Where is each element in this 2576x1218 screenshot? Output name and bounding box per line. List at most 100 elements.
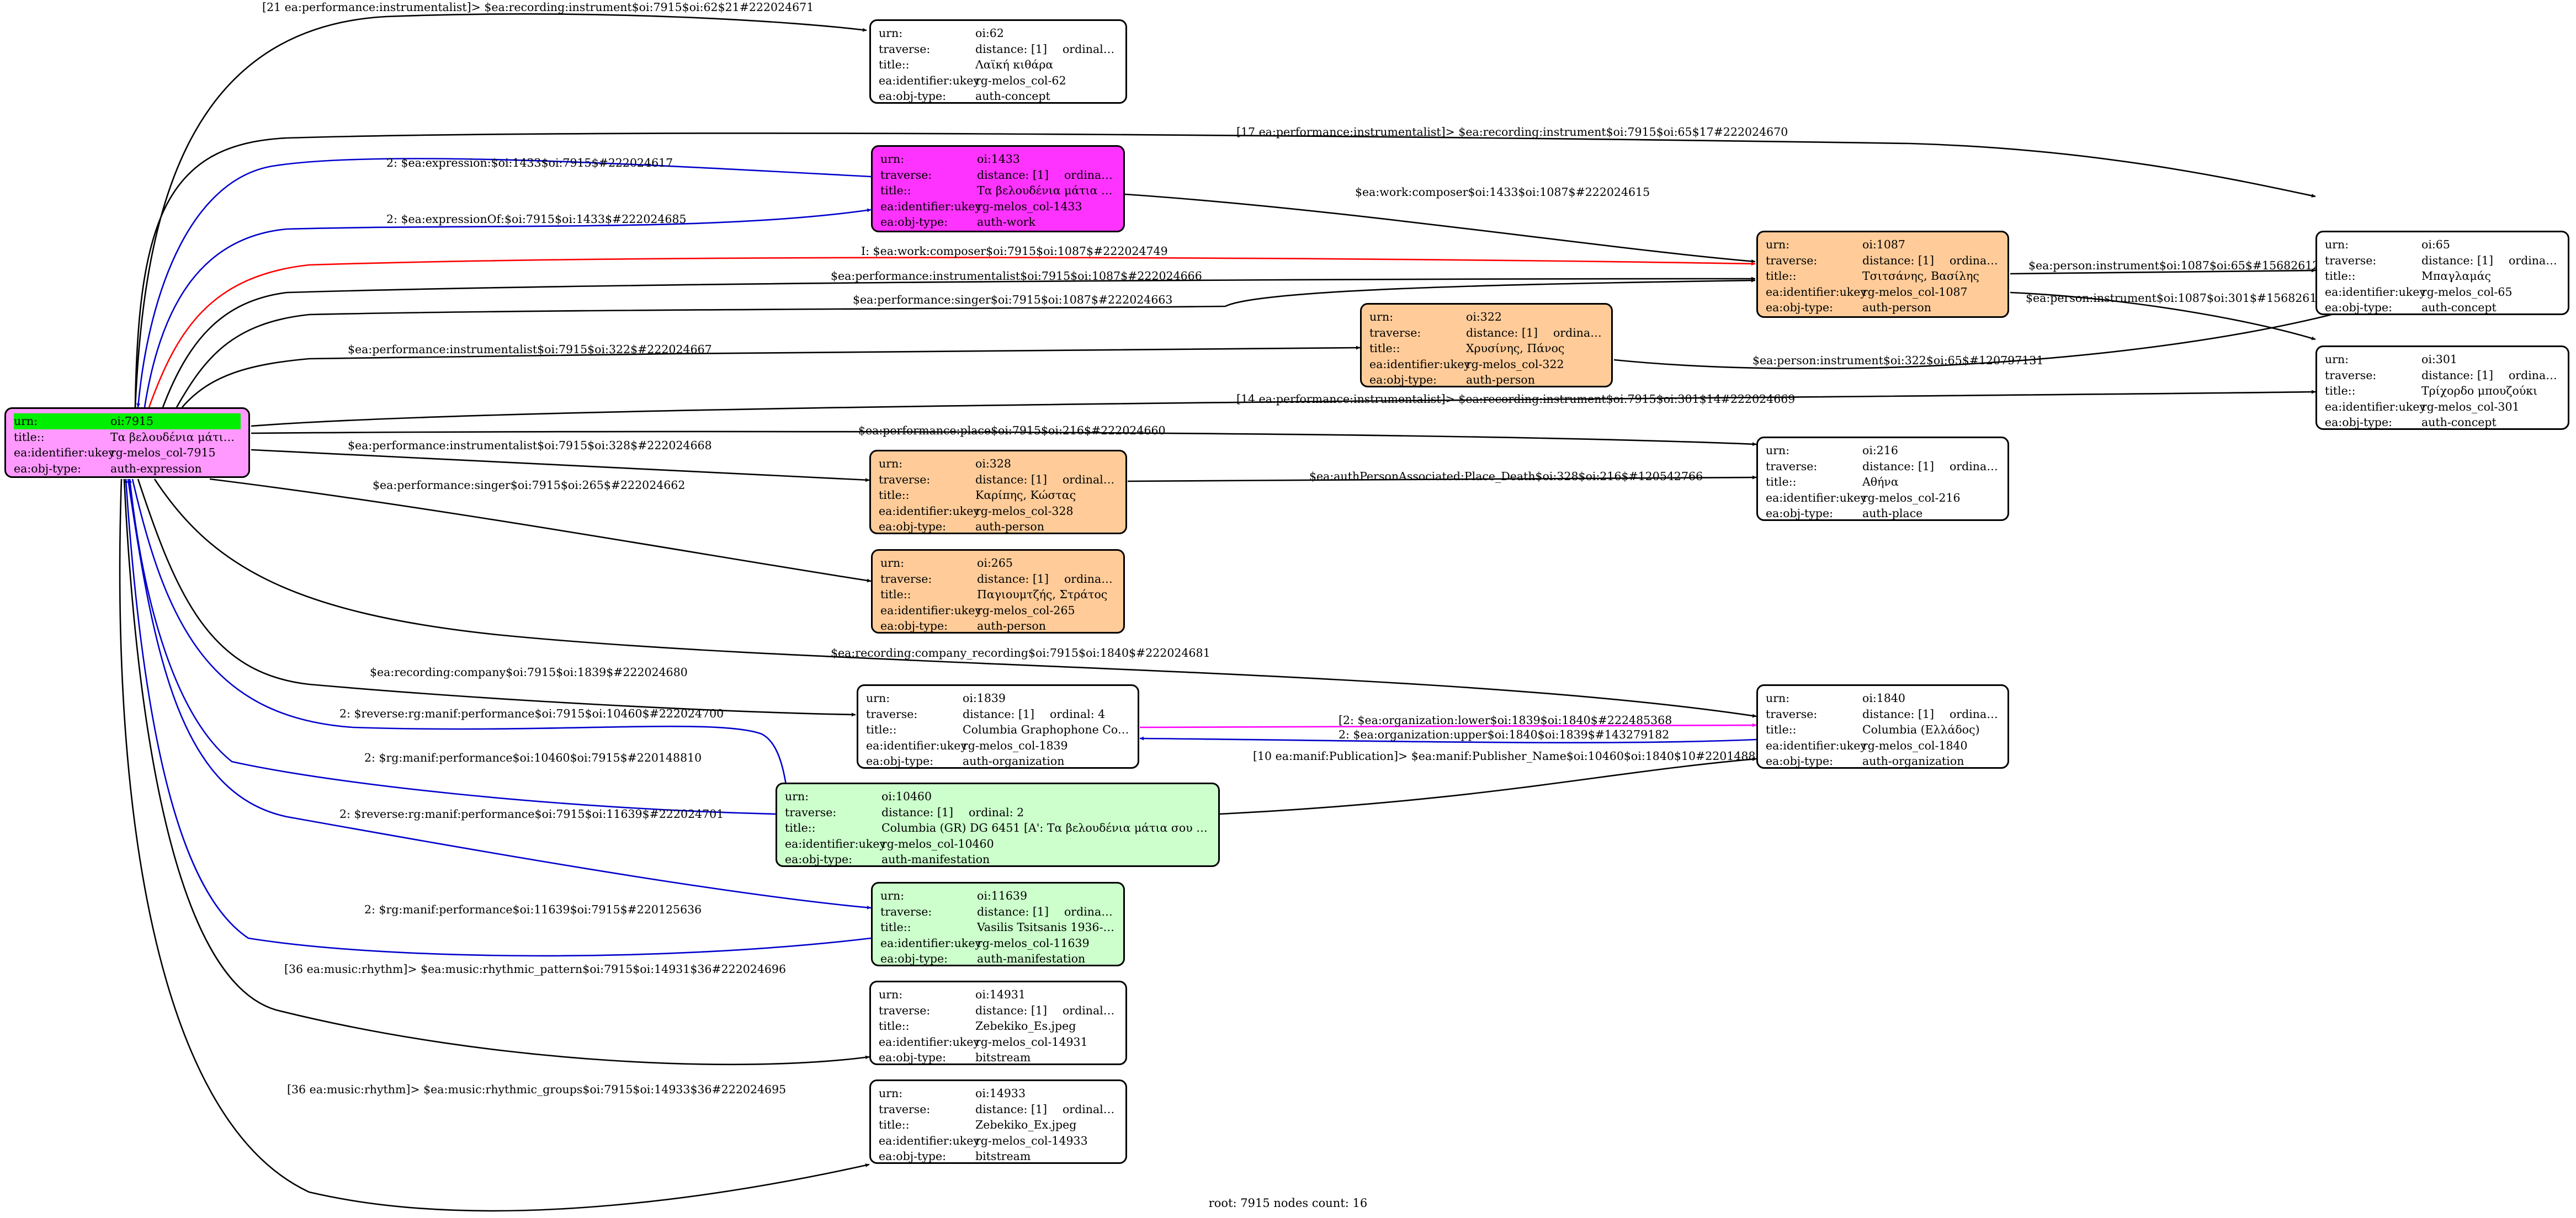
field-key: traverse: bbox=[880, 572, 932, 586]
node-field-title: title::Τσιτσάνης, Βασίλης bbox=[1766, 268, 2000, 284]
node-field-eaobjtype: ea:obj-type:auth-concept bbox=[879, 88, 1118, 103]
edge-7915-to-328 bbox=[251, 449, 870, 482]
field-key: traverse: bbox=[2325, 368, 2377, 382]
field-value: distance: [1]ordinal: 6 bbox=[1862, 706, 2000, 722]
field-value: rg-melos_col-10460 bbox=[881, 836, 1210, 852]
field-value: distance: [1]ordinal: 1 bbox=[977, 167, 1116, 183]
edge-11639-to-7915 bbox=[124, 478, 872, 957]
field-value-text: rg-melos_col-265 bbox=[977, 603, 1075, 617]
field-key: title:: bbox=[1766, 475, 1797, 488]
field-value: Columbia (GR) DG 6451 [Α': Τα βελουδένια… bbox=[881, 820, 1210, 836]
field-value-text: distance: [1] bbox=[2421, 368, 2493, 382]
ordinal-text: ordinal: 11 bbox=[1062, 1102, 1118, 1116]
edge-7915-to-1087-red bbox=[148, 257, 1756, 408]
field-value: Καρίπης, Κώστας bbox=[975, 487, 1118, 503]
field-key: urn: bbox=[14, 414, 38, 428]
field-value-text: distance: [1] bbox=[975, 42, 1047, 56]
edge-7915-to-265 bbox=[209, 478, 872, 583]
field-value: distance: [1]ordinal: 11 bbox=[975, 1102, 1118, 1118]
node-field-title: title::Παγιουμτζής, Στράτος bbox=[880, 587, 1116, 603]
node-field-title: title::Αθήνα bbox=[1766, 474, 2000, 490]
node-field-urn: urn:oi:301 bbox=[2325, 352, 2560, 368]
node-field-traverse: traverse: distance: [1]ordinal: 10 bbox=[879, 472, 1118, 488]
edge-7915-to-1840 bbox=[153, 478, 1757, 718]
field-value-text: rg-melos_col-1433 bbox=[977, 199, 1082, 213]
edge-1433-to-7915 bbox=[136, 158, 872, 408]
field-key: ea:identifier:ukey bbox=[880, 936, 981, 950]
field-key: ea:obj-type: bbox=[1766, 754, 1833, 768]
field-value: rg-melos_col-322 bbox=[1466, 357, 1603, 373]
edge-label-1087-65: $ea:person:instrument$oi:1087$oi:65$#156… bbox=[2028, 259, 2327, 272]
edge-label-7915-328: $ea:performance:instrumentalist$oi:7915$… bbox=[348, 439, 712, 452]
node-field-urn: urn:oi:1087 bbox=[1766, 237, 2000, 253]
edge-label-singer-1087: $ea:performance:singer$oi:7915$oi:1087$#… bbox=[853, 293, 1172, 306]
field-key: title:: bbox=[879, 488, 910, 502]
node-field-title: title::Λαϊκή κιθάρα bbox=[879, 57, 1118, 73]
field-value: distance: [1]ordinal: 10 bbox=[975, 472, 1118, 488]
field-value-text: distance: [1] bbox=[975, 472, 1047, 486]
field-key: urn: bbox=[785, 790, 809, 803]
node-field-traverse: traverse:distance: [1]ordinal: 5 bbox=[1766, 459, 2000, 475]
field-value: Zebekiko_Ex.jpeg bbox=[975, 1117, 1118, 1133]
field-value-text: rg-melos_col-1840 bbox=[1862, 738, 1968, 752]
field-value: oi:10460 bbox=[881, 789, 1210, 805]
field-value: rg-melos_col-1087 bbox=[1862, 284, 2000, 300]
field-key: title:: bbox=[880, 184, 911, 197]
field-value: rg-melos_col-65 bbox=[2421, 284, 2560, 300]
field-value: auth-organization bbox=[963, 753, 1130, 767]
edge-label-red: I: $ea:work:composer$oi:7915$oi:1087$#22… bbox=[861, 244, 1168, 258]
ordinal-text: ordinal: 15 bbox=[1062, 42, 1118, 56]
field-value-text: oi:265 bbox=[977, 556, 1013, 570]
field-value-text: Zebekiko_Ex.jpeg bbox=[975, 1118, 1077, 1131]
field-key: ea:identifier:ukey bbox=[880, 199, 981, 213]
node-field-eaobjtype: ea:obj-type:auth-manifestation bbox=[785, 852, 1210, 866]
field-value: auth-expression bbox=[110, 461, 241, 477]
field-key: urn: bbox=[1766, 692, 1790, 705]
field-value: oi:1087 bbox=[1862, 237, 2000, 253]
field-value: rg-melos_col-62 bbox=[975, 73, 1118, 89]
node-field-eaobjtype: ea:obj-type:auth-expression bbox=[14, 461, 241, 477]
field-value-text: auth-expression bbox=[110, 461, 202, 475]
field-key: ea:obj-type: bbox=[879, 89, 946, 103]
field-key: urn: bbox=[880, 556, 905, 570]
field-key: traverse: bbox=[1766, 253, 1818, 267]
field-key: traverse: bbox=[1766, 459, 1818, 473]
field-key: traverse: bbox=[880, 168, 932, 182]
node-field-urn: urn:oi:65 bbox=[2325, 237, 2560, 253]
field-value: distance: [1] ordinal: 15 bbox=[975, 41, 1118, 57]
ordinal-text: ordinal: 5 bbox=[1949, 459, 2000, 473]
field-value: distance: [1]ordinal: 9 bbox=[1466, 325, 1603, 341]
field-value: auth-organization bbox=[1862, 753, 2000, 767]
field-key: urn: bbox=[879, 457, 903, 470]
field-value: rg-melos_col-1840 bbox=[1862, 738, 2000, 754]
field-key: traverse: bbox=[866, 707, 918, 721]
field-key: urn: bbox=[879, 26, 903, 40]
field-key: urn: bbox=[879, 988, 903, 1001]
field-key: traverse: bbox=[879, 472, 931, 486]
node-field-title: title::Καρίπης, Κώστας bbox=[879, 487, 1118, 503]
field-value-text: rg-melos_col-328 bbox=[975, 504, 1074, 518]
field-value-text: rg-melos_col-1839 bbox=[963, 738, 1068, 752]
field-value-text: oi:14931 bbox=[975, 988, 1026, 1001]
field-value-text: auth-manifestation bbox=[881, 853, 990, 866]
